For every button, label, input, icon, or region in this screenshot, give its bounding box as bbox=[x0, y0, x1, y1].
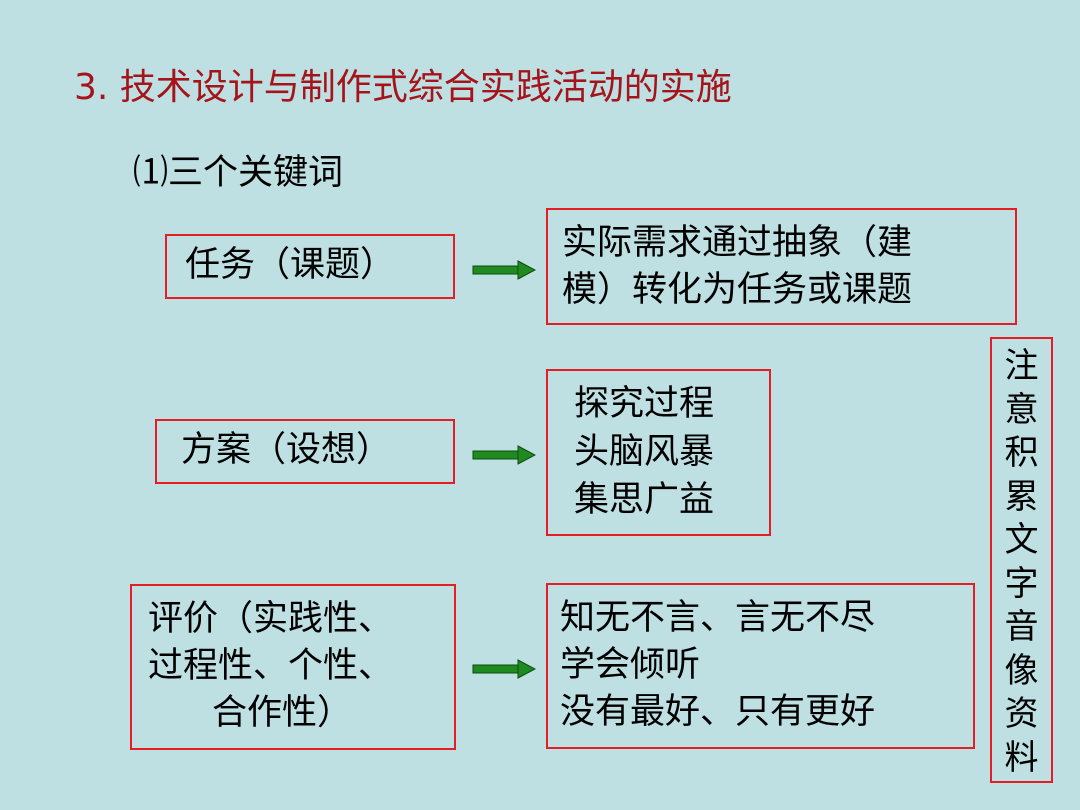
description-box-evaluation: 知无不言、言无不尽 学会倾听 没有最好、只有更好 bbox=[546, 583, 975, 749]
keyword-text: 过程性、个性、 bbox=[148, 646, 394, 686]
description-line: 集思广益 bbox=[574, 480, 715, 520]
side-note-char: 字 bbox=[1004, 563, 1039, 604]
description-line: 没有最好、只有更好 bbox=[560, 692, 876, 732]
side-note-char: 积 bbox=[1004, 433, 1039, 473]
side-note-char: 注 bbox=[1004, 346, 1039, 386]
keyword-box-task: 任务（课题） bbox=[165, 234, 455, 299]
arrow-right-icon bbox=[472, 445, 536, 465]
arrow-right-icon bbox=[472, 260, 536, 280]
keyword-text: 评价（实践性、 bbox=[148, 599, 394, 639]
side-note-char: 料 bbox=[1004, 737, 1039, 778]
side-note-box: 注 意 积 累 文 字 音 像 资 料 bbox=[990, 337, 1053, 783]
description-line: 头脑风暴 bbox=[574, 432, 715, 472]
side-note-char: 文 bbox=[1004, 520, 1039, 560]
keyword-text: 任务（课题） bbox=[185, 245, 396, 285]
slide-subtitle: ⑴三个关键词 bbox=[133, 153, 344, 193]
description-line: 知无不言、言无不尽 bbox=[560, 598, 876, 638]
description-line: 学会倾听 bbox=[560, 645, 701, 685]
keyword-text: 方案（设想） bbox=[181, 430, 392, 470]
keyword-box-evaluation: 评价（实践性、 过程性、个性、 合作性） bbox=[130, 584, 456, 750]
side-note-char: 像 bbox=[1004, 650, 1039, 691]
description-line: 模）转化为任务或课题 bbox=[562, 270, 913, 310]
side-note-char: 音 bbox=[1004, 607, 1039, 647]
keyword-text: 合作性） bbox=[212, 693, 353, 733]
description-line: 实际需求通过抽象（建 bbox=[562, 223, 913, 263]
side-note-char: 累 bbox=[1004, 476, 1039, 517]
arrow-right-icon bbox=[472, 659, 536, 679]
slide-title: 3. 技术设计与制作式综合实践活动的实施 bbox=[74, 67, 732, 108]
description-box-plan: 探究过程 头脑风暴 集思广益 bbox=[546, 369, 771, 536]
side-note-char: 资 bbox=[1004, 694, 1039, 734]
side-note-char: 意 bbox=[1004, 389, 1039, 430]
keyword-box-plan: 方案（设想） bbox=[155, 419, 455, 484]
description-line: 探究过程 bbox=[574, 384, 715, 424]
description-box-task: 实际需求通过抽象（建 模）转化为任务或课题 bbox=[546, 208, 1017, 325]
